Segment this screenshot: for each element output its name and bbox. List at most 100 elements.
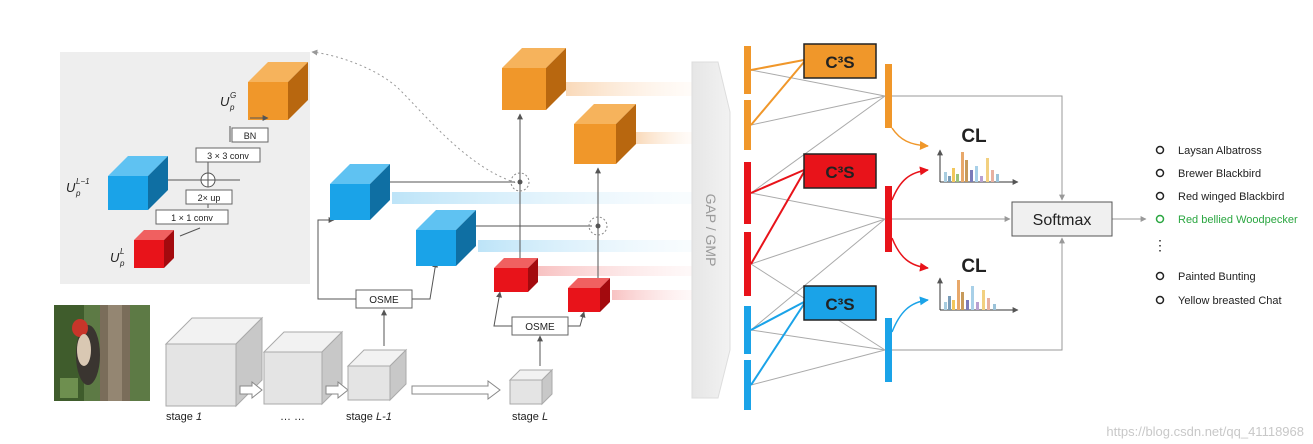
- sum-node-2: [588, 216, 608, 236]
- cl-label-bot: CL: [961, 256, 987, 277]
- class-item-5: Yellow breasted Chat: [1178, 295, 1282, 307]
- class-radio-2: [1155, 191, 1165, 201]
- sum-node-2-dot: [595, 223, 601, 229]
- cl-arrow-red-up: [891, 166, 929, 201]
- sum-node-1: [510, 172, 530, 192]
- label-upl: U p L: [110, 247, 125, 268]
- class-radio-5: [1155, 295, 1165, 305]
- c3s-box-red: C³S: [803, 153, 877, 189]
- blue-cube-2: [416, 210, 476, 266]
- concat-blue: [885, 318, 892, 382]
- blue-cube-1: [330, 164, 390, 220]
- stageL-label: stage L: [512, 411, 548, 423]
- vector-orange-1: [744, 46, 751, 94]
- vector-red-1: [744, 162, 751, 224]
- stream-blue-1: [392, 192, 692, 204]
- orange-cube-1: [502, 48, 566, 110]
- vector-red-2: [744, 232, 751, 296]
- class-item-1: Brewer Blackbird: [1178, 168, 1261, 180]
- vector-orange-2: [744, 100, 751, 150]
- cl-label-top: CL: [961, 126, 987, 147]
- pooling-block: GAP / GMP: [691, 61, 731, 399]
- stageL1-label: stage L-1: [346, 411, 392, 423]
- stage1-block: [164, 316, 264, 408]
- svg-text:1 × 1 conv: 1 × 1 conv: [171, 213, 213, 223]
- stageL-block: [508, 368, 554, 406]
- upsample-box: 2× up: [185, 189, 233, 205]
- conv1-box: 1 × 1 conv: [155, 209, 229, 225]
- svg-text:G: G: [230, 91, 236, 100]
- svg-text:Softmax: Softmax: [1033, 212, 1092, 229]
- stream-orange-1: [566, 82, 692, 96]
- svg-text:L: L: [120, 247, 124, 256]
- class-radio-3: [1155, 214, 1165, 224]
- inset-red-cube: [134, 230, 174, 268]
- c3s-box-blue: C³S: [803, 285, 877, 321]
- svg-text:C³S: C³S: [825, 295, 854, 314]
- inset-orange-cube: [248, 62, 308, 120]
- arrow-stage1: [239, 380, 263, 400]
- svg-text:GAP / GMP: GAP / GMP: [703, 194, 719, 267]
- class-item-0: Laysan Albatross: [1178, 145, 1262, 157]
- class-radio-4: [1155, 271, 1165, 281]
- vector-blue-1: [744, 306, 751, 354]
- svg-text:L−1: L−1: [76, 177, 90, 186]
- class-list: Laysan Albatross Brewer Blackbird Red wi…: [1153, 145, 1298, 307]
- osme-left: OSME: [317, 217, 439, 346]
- cl-arrow-blue: [891, 296, 929, 333]
- label-upl1: U p L−1: [66, 177, 90, 198]
- vector-blue-2: [744, 360, 751, 410]
- cl-arrow-red-down: [891, 237, 929, 272]
- svg-text:C³S: C³S: [825, 163, 854, 182]
- backbone: stage 1 … … stage L-1 stage L: [164, 316, 554, 423]
- c3s-connections: [750, 59, 805, 386]
- stage-dots-label: … …: [280, 411, 305, 423]
- class-radio-0: [1155, 145, 1165, 155]
- svg-text:OSME: OSME: [369, 295, 399, 306]
- watermark: https://blog.csdn.net/qq_41118968: [1106, 424, 1304, 439]
- svg-text:2× up: 2× up: [198, 193, 221, 203]
- inset-blue-cube: [108, 156, 168, 210]
- class-radio-1: [1155, 168, 1165, 178]
- inset-link-curve: [311, 49, 521, 185]
- concat-orange: [885, 64, 892, 128]
- label-upg: U p G: [220, 91, 236, 112]
- svg-text:U: U: [110, 250, 120, 265]
- osme-right: OSME: [493, 291, 586, 366]
- fpn-inset-panel: BN 3 × 3 conv 2× up 1 × 1 conv U p G U p…: [60, 52, 310, 284]
- red-cube-2: [568, 278, 610, 312]
- input-bird-image: [54, 305, 150, 401]
- svg-text:U: U: [66, 180, 76, 195]
- svg-text:BN: BN: [244, 131, 257, 141]
- stream-red-2: [612, 290, 692, 300]
- conv3-box: 3 × 3 conv: [195, 147, 261, 163]
- c3s-box-orange: C³S: [803, 43, 877, 79]
- svg-text:3 × 3 conv: 3 × 3 conv: [207, 151, 249, 161]
- svg-text:OSME: OSME: [525, 322, 555, 333]
- class-item-4: Painted Bunting: [1178, 271, 1256, 283]
- arrow-to-stageL: [411, 380, 501, 400]
- svg-text:p: p: [75, 189, 81, 198]
- svg-text:p: p: [229, 103, 235, 112]
- histogram-bot: [937, 277, 1019, 313]
- bn-box: BN: [231, 127, 269, 143]
- svg-text:C³S: C³S: [825, 53, 854, 72]
- svg-text:p: p: [119, 259, 125, 268]
- gray-connections: [750, 69, 886, 386]
- histogram-top: [937, 149, 1019, 185]
- svg-text:U: U: [220, 94, 230, 109]
- class-item-2: Red winged Blackbird: [1178, 191, 1284, 203]
- class-ellipsis: ⋮: [1153, 237, 1167, 253]
- stream-blue-2: [478, 240, 692, 252]
- softmax-connections: [892, 95, 1147, 351]
- stream-red-1: [538, 266, 692, 276]
- cl-arrow-orange: [891, 127, 929, 151]
- softmax-box: Softmax: [1011, 201, 1113, 237]
- orange-cube-2: [574, 104, 636, 164]
- concat-red: [885, 186, 892, 252]
- class-item-3: Red bellied Woodpecker: [1178, 214, 1298, 226]
- red-cube-1: [494, 258, 538, 292]
- stage1-label: stage 1: [166, 411, 202, 423]
- sum-node-1-dot: [517, 179, 523, 185]
